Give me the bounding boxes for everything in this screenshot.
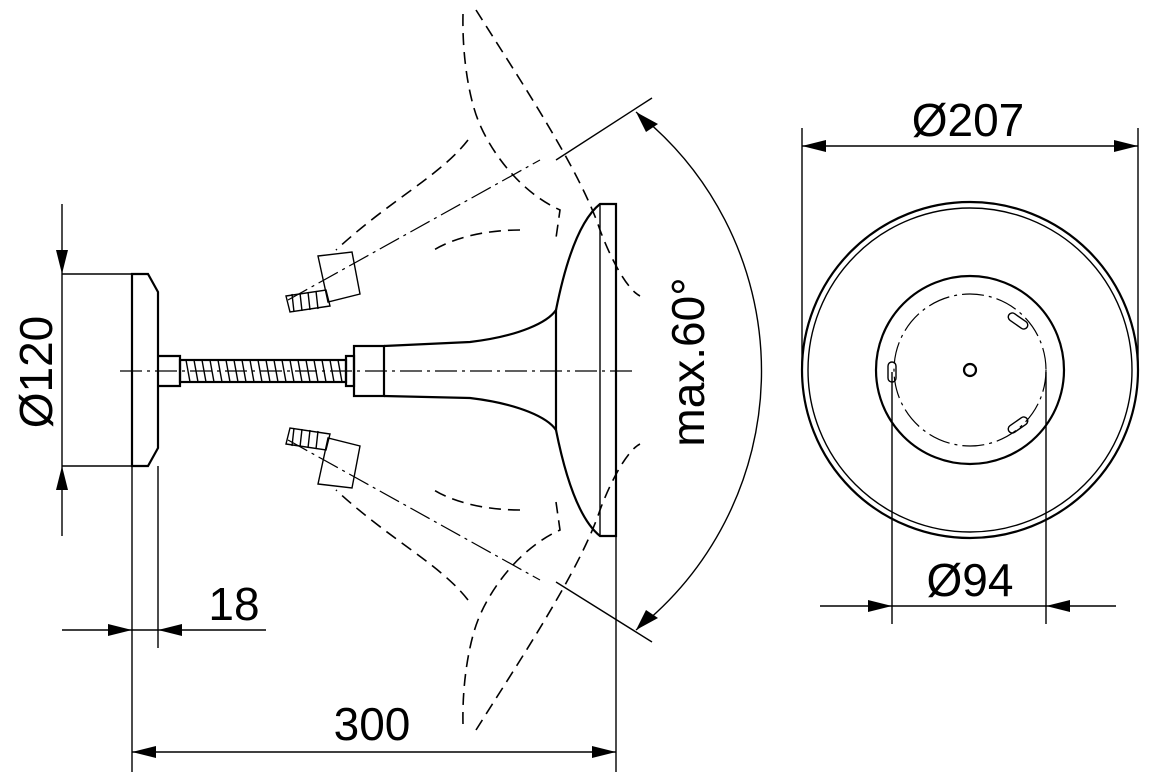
shower-head <box>344 202 618 538</box>
dimension-rose-diameter: Ø94 <box>820 372 1116 624</box>
plate-thickness-label: 18 <box>208 578 259 630</box>
head-diameter-label: Ø207 <box>912 94 1025 146</box>
side-view: Ø120 18 300 max.60° <box>10 9 763 772</box>
dimension-tilt-angle: max.60° <box>635 111 763 631</box>
rose-circle <box>874 274 1066 466</box>
dimension-mount-diameter: Ø120 <box>10 204 140 536</box>
nozzle-circle <box>893 293 1047 447</box>
rose-diameter-label: Ø94 <box>927 554 1014 606</box>
tilted-head-down <box>285 427 641 731</box>
mount-diameter-label: Ø120 <box>10 316 62 429</box>
dimension-total-length: 300 <box>131 466 617 772</box>
head-inner-circle <box>807 207 1133 533</box>
head-outer-circle <box>800 200 1140 540</box>
dimension-head-diameter: Ø207 <box>801 94 1139 370</box>
front-view: Ø207 Ø94 <box>800 94 1140 624</box>
tilt-angle-label: max.60° <box>662 277 714 446</box>
total-length-label: 300 <box>334 698 411 750</box>
tilted-head-up <box>285 9 641 313</box>
dimension-plate-thickness: 18 <box>62 466 266 648</box>
wall-plate <box>130 272 160 468</box>
center-hole <box>962 362 978 378</box>
